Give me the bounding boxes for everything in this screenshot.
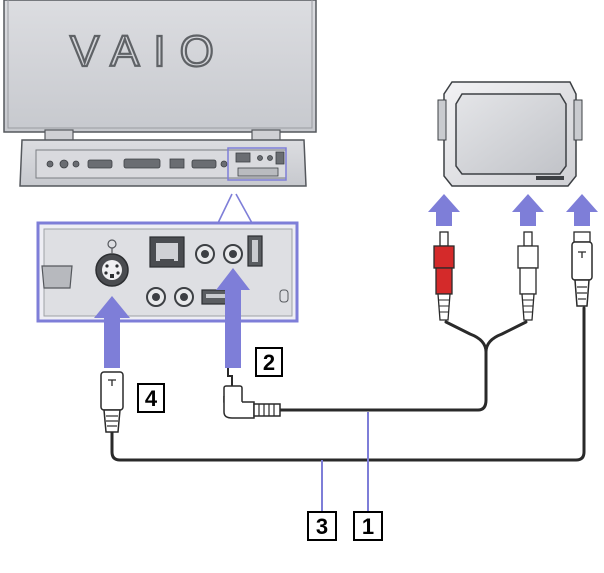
av-cable [276,350,488,412]
zoom-lines [217,193,253,224]
callout-label-1: 1 [362,514,374,539]
svideo-plug-tv [571,231,593,307]
tv-screen [455,93,567,175]
av-cable-white-branch [484,320,528,354]
port-area-outline [227,147,287,181]
tv-arrow-svideo [566,194,598,226]
laptop-arrows [94,268,250,368]
callout-box-4: 4 [137,383,165,413]
callout-box-1: 1 [353,511,383,541]
svideo-arrow [94,296,130,368]
tv-badge [536,176,564,180]
tv-arrows [428,194,598,226]
rca-plug-red [433,231,455,321]
television [437,81,583,187]
callout-label-2: 2 [263,350,275,375]
laptop-lid [3,0,317,133]
vaio-logo: VAIO [70,27,228,76]
port-closeup [36,221,299,323]
callout-box-3: 3 [307,511,337,541]
callout-label-3: 3 [316,514,328,539]
av-mini-plug [223,368,281,419]
laptop: VAIO [3,0,317,187]
svideo-plug-laptop [100,371,124,433]
rear-ports [46,151,285,177]
av-cable-red-branch [444,320,488,354]
vga-port [41,265,73,289]
rca-plug-white [517,231,539,321]
tv-arrow-red [428,194,460,226]
tv-arrow-white [512,194,544,226]
callout-lines [321,412,369,512]
callout-label-4: 4 [145,386,158,411]
lock-slot [279,289,289,303]
callout-box-2: 2 [255,347,283,377]
svideo-cable [110,306,586,462]
av-arrow [216,268,250,368]
cables [110,306,586,462]
